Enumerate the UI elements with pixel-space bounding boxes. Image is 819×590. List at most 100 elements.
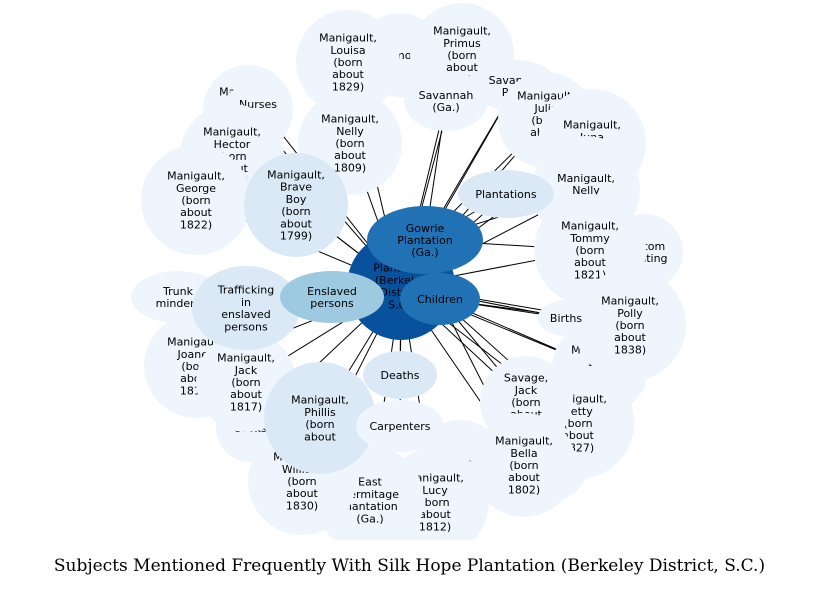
node-children-circle[interactable] (400, 273, 480, 325)
node-juna-label-line: Manigault, (563, 119, 621, 132)
node-births-label-line: Births (550, 312, 582, 325)
node-trafficking-circle[interactable] (192, 266, 300, 350)
node-nelly-1809-label-line: Manigault, (321, 113, 379, 126)
node-hector-label-line: Manigault, (203, 126, 261, 139)
node-deaths-circle[interactable] (363, 351, 437, 399)
node-jack-label-line: Savage, (504, 372, 548, 385)
node-primus-label-line: Primus (443, 37, 481, 50)
node-east-hermitage-label-line: Plantation (342, 500, 398, 513)
node-lucy-label-line: (born (420, 496, 449, 509)
node-betty-label-line: about (562, 429, 594, 442)
node-louisa-label-line: about (332, 68, 364, 81)
node-jack-1817-label-line: (born (231, 376, 260, 389)
node-gowrie-label-line: (Ga.) (411, 246, 438, 259)
node-trunk-minders-label-line: minders (156, 297, 201, 310)
node-phillis-label-line: Manigault, (291, 394, 349, 407)
node-savannah-ga-circle[interactable] (404, 71, 488, 131)
node-enslaved-persons-circle[interactable] (280, 271, 384, 323)
diagram-title: Subjects Mentioned Frequently With Silk … (53, 556, 766, 576)
node-lucy-label-line: Lucy (422, 484, 448, 497)
node-children[interactable]: Children (400, 273, 480, 325)
node-savannah-ga[interactable]: Savannah(Ga.) (404, 71, 488, 131)
node-jack-1817-label-line: Jack (234, 364, 258, 377)
node-brave-boy-label-line: 1799) (280, 230, 312, 243)
node-east-hermitage-label-line: East (358, 476, 382, 489)
node-louisa-label-line: Louisa (330, 44, 365, 57)
node-louisa-circle[interactable] (296, 10, 400, 114)
node-carpenters[interactable]: Carpenters (356, 400, 444, 452)
network-graph: GrandmothersManigault,Primus(bornabout18… (131, 3, 686, 556)
node-births[interactable]: Births (538, 300, 594, 336)
node-lucy-label-line: about (419, 508, 451, 521)
node-william-label-line: about (286, 487, 318, 500)
node-william-label-line: (born (287, 475, 316, 488)
node-east-hermitage-label-line: (Ga.) (356, 512, 383, 525)
node-tommy-label-line: 1821) (574, 268, 606, 281)
node-polly-label-line: 1838) (614, 343, 646, 356)
node-carpenters-circle[interactable] (356, 400, 444, 452)
node-plantations[interactable]: Plantations (458, 170, 554, 218)
node-nelly-1809-label-line: about (334, 149, 366, 162)
node-bella-circle[interactable] (472, 413, 576, 517)
node-trunk-minders-label-line: Trunk (162, 285, 194, 298)
node-deaths-label-line: Deaths (381, 369, 420, 382)
node-polly-label-line: Polly (617, 307, 643, 320)
node-tommy-label-line: Tommy (569, 232, 610, 245)
node-savannah-ga-label-line: Savannah (419, 89, 474, 102)
node-deaths[interactable]: Deaths (363, 351, 437, 399)
node-gowrie-label-line: Gowrie (406, 222, 445, 235)
node-polly-label-line: (born (615, 319, 644, 332)
node-trafficking-label-line: in (241, 296, 251, 309)
node-jack-1817-label-line: 1817) (230, 400, 262, 413)
node-brave-boy-label-line: Brave (280, 181, 312, 194)
node-betty-label-line: (born (563, 417, 592, 430)
node-bella-label-line: about (508, 471, 540, 484)
node-tommy-label-line: (born (575, 244, 604, 257)
node-george-label-line: (born (181, 194, 210, 207)
node-plantations-label: Plantations (475, 188, 537, 201)
node-gowrie-circle[interactable] (367, 206, 483, 274)
node-phillis-circle[interactable] (264, 362, 376, 474)
node-tommy-label-line: about (574, 256, 606, 269)
node-births-circle[interactable] (538, 300, 594, 336)
node-polly-label-line: about (614, 331, 646, 344)
node-polly-circle[interactable] (574, 269, 686, 381)
node-william-label-line: 1830) (286, 499, 318, 512)
node-trafficking-label-line: persons (224, 320, 268, 333)
node-jack-1817-label-line: Manigault, (217, 352, 275, 365)
node-layer: GrandmothersManigault,Primus(bornabout18… (131, 3, 686, 556)
node-brave-boy-circle[interactable] (244, 153, 348, 257)
node-phillis-label-line: about (304, 430, 336, 443)
node-plantations-circle[interactable] (458, 170, 554, 218)
node-phillis-label-line: Phillis (304, 406, 336, 419)
node-george-label-line: about (180, 206, 212, 219)
node-tommy-label-line: Manigault, (561, 220, 619, 233)
node-george-label-line: George (176, 182, 216, 195)
node-george-circle[interactable] (141, 145, 251, 255)
node-brave-boy-label-line: Manigault, (267, 169, 325, 182)
node-lucy-label-line: 1812) (419, 520, 451, 533)
node-savannah-ga-label: Savannah(Ga.) (419, 89, 474, 114)
